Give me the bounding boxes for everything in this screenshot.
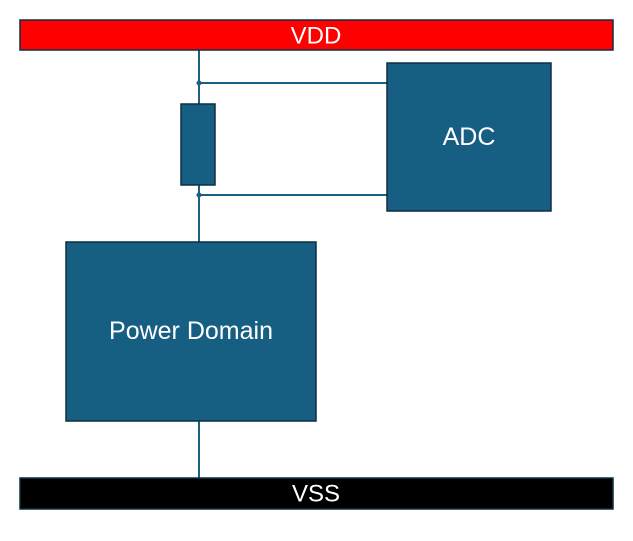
power-domain-box <box>65 241 317 422</box>
adc-label: ADC <box>443 123 496 151</box>
top-junction-dot <box>196 80 202 86</box>
power-domain-label: Power Domain <box>109 317 273 345</box>
adc-box <box>386 62 552 212</box>
vdd-label: VDD <box>291 23 342 50</box>
sense-resistor <box>180 103 216 186</box>
vss-label: VSS <box>292 481 340 508</box>
bottom-junction-dot <box>196 192 202 198</box>
adc-block: ADC <box>386 62 552 212</box>
power-domain-block: Power Domain <box>65 241 317 422</box>
vss-rail-bar <box>19 477 614 510</box>
vss-rail: VSS <box>19 477 614 510</box>
vdd-rail: VDD <box>19 19 614 51</box>
vdd-rail-bar <box>19 19 614 51</box>
